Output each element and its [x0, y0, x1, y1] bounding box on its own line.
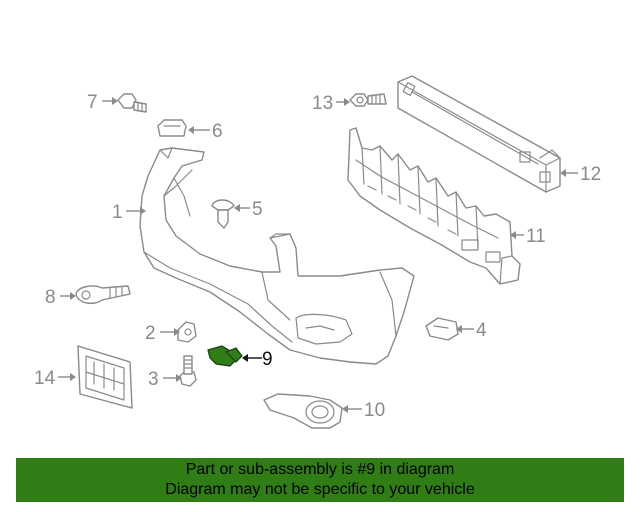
svg-text:11: 11: [526, 226, 546, 247]
part-1-bumper-cover[interactable]: [139, 147, 415, 365]
callout-13: 13: [312, 93, 350, 114]
callout-4: 4: [456, 320, 487, 341]
part-5-clip[interactable]: [211, 199, 235, 229]
part-12-reinforcement-beam[interactable]: [397, 75, 561, 193]
part-13-bolt[interactable]: [349, 93, 387, 107]
part-6-retainer[interactable]: [157, 119, 187, 137]
callout-9: 9: [242, 349, 273, 370]
part-8-tow-hook[interactable]: [75, 285, 131, 305]
svg-text:4: 4: [476, 320, 487, 341]
callout-2: 2: [145, 323, 180, 344]
callout-3: 3: [148, 369, 182, 390]
part-3-bolt[interactable]: [179, 355, 197, 387]
callout-14: 14: [34, 368, 76, 389]
callout-11: 11: [510, 226, 546, 247]
banner-line-1: Part or sub-assembly is #9 in diagram: [185, 461, 455, 478]
svg-text:2: 2: [145, 323, 156, 344]
callout-6: 6: [188, 121, 223, 142]
svg-text:5: 5: [252, 199, 263, 220]
part-9-highlighted-bracket[interactable]: [207, 345, 243, 367]
callout-8: 8: [45, 287, 76, 308]
callout-7: 7: [87, 92, 118, 113]
part-7-screw[interactable]: [117, 93, 147, 113]
svg-text:10: 10: [364, 400, 385, 421]
part-11-energy-absorber[interactable]: [347, 127, 521, 285]
svg-text:9: 9: [262, 349, 273, 370]
part-2-bracket[interactable]: [177, 321, 197, 343]
part-10-fog-lamp-bezel[interactable]: [263, 393, 343, 429]
callout-12: 12: [560, 164, 601, 185]
part-4-bracket[interactable]: [425, 317, 459, 341]
callout-10: 10: [342, 400, 385, 421]
callout-5: 5: [234, 199, 263, 220]
svg-text:8: 8: [45, 287, 56, 308]
part-14-license-bracket[interactable]: [77, 345, 133, 409]
banner-line-2: Diagram may not be specific to your vehi…: [165, 481, 475, 498]
svg-text:13: 13: [312, 93, 333, 114]
svg-text:7: 7: [87, 92, 98, 113]
info-banner: Part or sub-assembly is #9 in diagram Di…: [16, 458, 624, 502]
svg-text:1: 1: [112, 202, 123, 223]
svg-text:6: 6: [212, 121, 223, 142]
svg-text:3: 3: [148, 369, 159, 390]
svg-text:14: 14: [34, 368, 56, 389]
callout-1: 1: [112, 202, 146, 223]
svg-text:12: 12: [580, 164, 601, 185]
